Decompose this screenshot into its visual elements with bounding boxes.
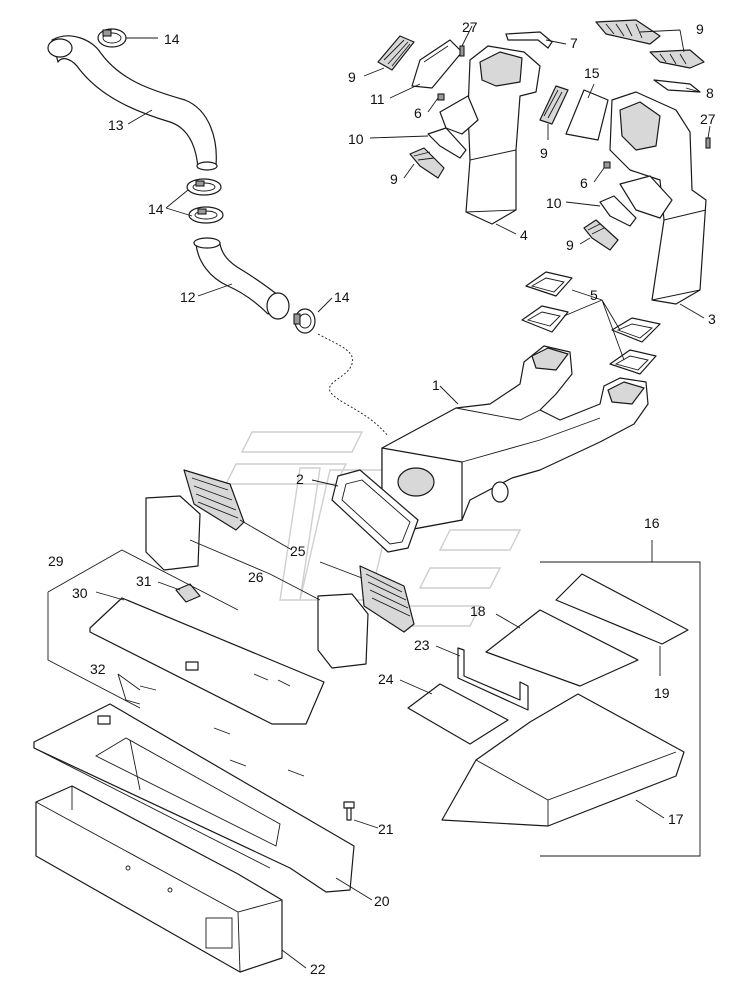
callout-30: 30 [72, 585, 88, 601]
part-25-grille-right [359, 565, 415, 633]
callout-9: 9 [540, 145, 548, 161]
callout-29: 29 [48, 553, 64, 569]
part-14-clamp-top [97, 28, 127, 48]
connection-dotted-line [317, 333, 389, 437]
part-27-screw-a [459, 45, 465, 57]
callout-7: 7 [570, 35, 578, 51]
callout-23: 23 [414, 637, 430, 653]
part-15-vent-panel [565, 89, 609, 141]
callout-labels: 14 13 14 12 14 27 7 9 9 11 6 15 8 27 10 … [48, 19, 716, 977]
callout-13: 13 [108, 117, 124, 133]
part-5-gaskets [521, 271, 661, 375]
part-18-filter-pad [485, 609, 639, 687]
part-21-screw [343, 801, 355, 821]
part-31-clip [175, 583, 201, 603]
callout-9: 9 [696, 21, 704, 37]
callout-31: 31 [136, 573, 152, 589]
part-9-grille-c [409, 147, 445, 179]
callout-27: 27 [462, 19, 478, 35]
callout-19: 19 [654, 685, 670, 701]
callout-12: 12 [180, 289, 196, 305]
part-25-grille-left [183, 469, 245, 531]
callout-16: 16 [644, 515, 660, 531]
callout-10: 10 [546, 195, 562, 211]
callout-10: 10 [348, 131, 364, 147]
part-9-grille-e [583, 219, 619, 251]
part-23-bracket [457, 647, 529, 711]
part-9-grille-a [377, 35, 415, 71]
part-10-deflector-a [427, 127, 467, 159]
callout-6: 6 [414, 105, 422, 121]
part-14-clamp-lower [293, 308, 316, 334]
callout-14: 14 [164, 31, 180, 47]
part-20-base-plate [33, 703, 355, 893]
callout-9: 9 [348, 69, 356, 85]
part-3-duct-lower-flap [619, 175, 673, 219]
part-32-slots [125, 685, 157, 705]
callout-9: 9 [390, 171, 398, 187]
watermark-logo [224, 431, 522, 627]
part-17-lower-tray [441, 693, 685, 827]
part-13-upper-hose [47, 35, 218, 171]
part-9-grille-top-long [595, 19, 705, 69]
part-19-filter-pad [555, 573, 689, 645]
bracket-29 [47, 549, 239, 709]
part-26-filter-left [145, 495, 201, 571]
callout-27: 27 [700, 111, 716, 127]
callout-22: 22 [310, 961, 326, 977]
callout-20: 20 [374, 893, 390, 909]
callout-21: 21 [378, 821, 394, 837]
callout-18: 18 [470, 603, 486, 619]
callout-17: 17 [668, 811, 684, 827]
callout-24: 24 [378, 671, 394, 687]
part-3-right-riser-duct [609, 91, 707, 305]
callout-3: 3 [708, 311, 716, 327]
bracket-16 [540, 540, 701, 857]
part-6-clip-b [603, 161, 611, 169]
callout-4: 4 [520, 227, 528, 243]
part-6-clip-a [437, 93, 445, 101]
callout-11: 11 [370, 91, 385, 107]
part-9-grille-b [539, 85, 569, 125]
part-14-clamps-middle [186, 178, 224, 224]
part-11-vent-frame [411, 39, 463, 89]
callout-1: 1 [432, 377, 440, 393]
callout-6: 6 [580, 175, 588, 191]
part-1-main-air-duct [381, 345, 649, 531]
part-27-screw-b [705, 137, 711, 149]
callout-5: 5 [590, 287, 598, 303]
callout-9: 9 [566, 237, 574, 253]
callout-14: 14 [334, 289, 350, 305]
part-12-lower-hose [193, 237, 290, 320]
part-22-box-cover [35, 785, 283, 973]
part-24-pad [407, 683, 509, 745]
leader-lines [95, 25, 711, 969]
part-4-duct-lower-flap [439, 95, 479, 135]
callout-2: 2 [296, 471, 304, 487]
part-30-cover-panel [89, 597, 325, 725]
part-4-left-riser-duct [465, 45, 541, 225]
callout-26: 26 [248, 569, 264, 585]
callout-25: 25 [290, 543, 306, 559]
callout-8: 8 [706, 85, 714, 101]
callout-15: 15 [584, 65, 600, 81]
part-26-filter-right [317, 593, 369, 669]
callout-32: 32 [90, 661, 106, 677]
part-7-trim-strip [505, 31, 553, 49]
callout-14: 14 [148, 201, 164, 217]
part-2-adapter-frame [331, 469, 419, 553]
part-10-deflector-b [599, 195, 637, 227]
